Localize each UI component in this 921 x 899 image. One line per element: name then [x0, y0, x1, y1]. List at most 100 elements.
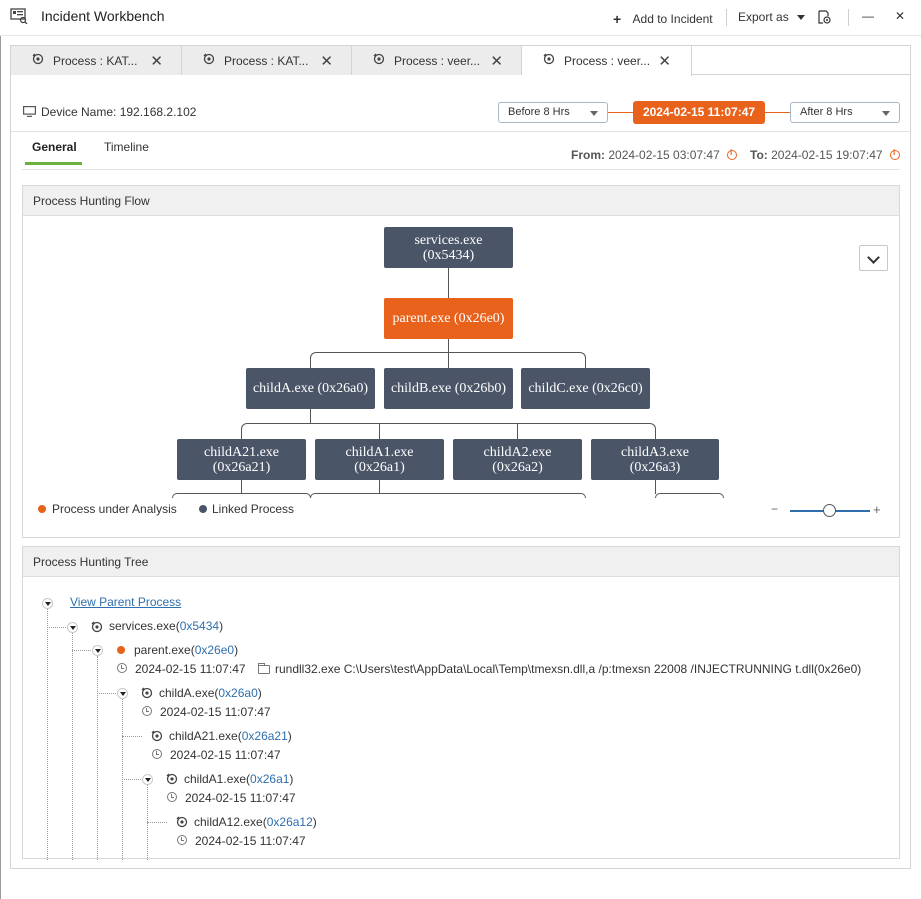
- process-id-link[interactable]: 0x26a0: [218, 686, 258, 700]
- process-name: parent.exe(: [134, 643, 195, 657]
- node-childA[interactable]: childA.exe (0x26a0): [246, 368, 375, 409]
- after-hours-dropdown[interactable]: After 8 Hrs: [790, 102, 900, 123]
- process-icon: [141, 687, 153, 699]
- node-childA3[interactable]: childA3.exe (0x26a3): [591, 439, 719, 480]
- tab-process-4-active[interactable]: Process : veer... ✕: [522, 46, 692, 76]
- add-to-incident-label: Add to Incident: [632, 12, 713, 26]
- export-as-button[interactable]: Export as: [738, 10, 806, 24]
- node-childA2[interactable]: childA2.exe (0x26a2): [453, 439, 582, 480]
- clock-icon: [167, 792, 177, 802]
- node-childB[interactable]: childB.exe (0x26b0): [384, 368, 513, 409]
- tab-process-2[interactable]: Process : KAT... ✕: [182, 46, 352, 75]
- close-tab-icon[interactable]: ✕: [658, 53, 671, 70]
- process-name: services.exe(: [109, 619, 180, 633]
- tree-item-childA[interactable]: childA.exe(0x26a0): [159, 686, 262, 700]
- clock-icon: [152, 749, 162, 759]
- zoom-in-button[interactable]: +: [873, 502, 881, 517]
- to-label: To:: [750, 148, 768, 162]
- process-id-link[interactable]: 0x26a12: [266, 815, 313, 829]
- section-title: Process Hunting Tree: [33, 555, 149, 569]
- zoom-out-button[interactable]: −: [771, 502, 779, 516]
- tree-item-parent[interactable]: parent.exe(0x26e0): [134, 643, 238, 657]
- flow-connector: [655, 479, 656, 494]
- info-icon[interactable]: [727, 148, 737, 160]
- flow-connector: [655, 493, 724, 498]
- tree-item-services[interactable]: services.exe(0x5434): [109, 619, 223, 633]
- tree-item-childA12[interactable]: childA12.exe(0x26a12): [194, 815, 317, 829]
- process-time: 2024-02-15 11:07:47: [170, 748, 281, 762]
- node-parent-under-analysis[interactable]: parent.exe (0x26e0): [384, 298, 513, 339]
- toolbar-divider: [726, 9, 727, 26]
- before-hours-dropdown[interactable]: Before 8 Hrs: [498, 102, 608, 123]
- process-id-link[interactable]: 0x5434: [179, 619, 220, 633]
- close-button[interactable]: ✕: [895, 9, 906, 23]
- to-value: 2024-02-15 19:07:47: [771, 148, 883, 162]
- close-tab-icon[interactable]: ✕: [150, 53, 163, 70]
- active-tab-indicator: [25, 162, 82, 165]
- section-header: Process Hunting Tree: [23, 547, 899, 577]
- caret-down-icon: [797, 15, 806, 20]
- process-hunting-tree-section: Process Hunting Tree: [22, 546, 900, 859]
- node-name: childA2.exe: [483, 444, 552, 460]
- tab-process-3[interactable]: Process : veer... ✕: [352, 46, 522, 75]
- folder-icon: [258, 663, 270, 674]
- process-icon: [543, 53, 555, 65]
- process-id-link[interactable]: 0x26a21: [241, 729, 288, 743]
- node-services[interactable]: services.exe (0x5434): [384, 227, 513, 268]
- flow-connector: [448, 267, 449, 298]
- paren-close: ): [289, 772, 294, 786]
- node-childC[interactable]: childC.exe (0x26c0): [521, 368, 650, 409]
- close-tab-icon[interactable]: ✕: [320, 53, 333, 70]
- node-childA21[interactable]: childA21.exe (0x26a21): [177, 439, 306, 480]
- tab-general[interactable]: General: [32, 140, 77, 154]
- expand-toggle[interactable]: [142, 774, 153, 785]
- collapse-flow-button[interactable]: [859, 245, 888, 271]
- node-name: childA3.exe: [620, 444, 690, 460]
- tree-item-childA21[interactable]: childA21.exe(0x26a21): [169, 729, 292, 743]
- node-name: childA21.exe: [203, 444, 280, 460]
- process-name: childA12.exe(: [194, 815, 267, 829]
- tab-timeline[interactable]: Timeline: [104, 140, 149, 154]
- tree-guide: [72, 632, 73, 860]
- expand-toggle[interactable]: [117, 688, 128, 699]
- analysis-legend-dot: [38, 505, 46, 513]
- tab-process-1[interactable]: Process : KAT... ✕: [11, 46, 182, 75]
- legend-linked: Linked Process: [212, 502, 295, 516]
- process-icon: [176, 816, 188, 828]
- legend-analysis: Process under Analysis: [52, 502, 177, 516]
- flow-connector: [241, 423, 656, 439]
- add-to-incident-button[interactable]: + Add to Incident: [613, 10, 713, 27]
- minimize-button[interactable]: —: [862, 9, 874, 23]
- expand-toggle[interactable]: [42, 598, 53, 609]
- timeline-connector: [608, 112, 633, 113]
- view-parent-process-link[interactable]: View Parent Process: [70, 595, 182, 609]
- node-childA1[interactable]: childA1.exe (0x26a1): [315, 439, 444, 480]
- window-border: [0, 36, 1, 899]
- selected-time-badge[interactable]: 2024-02-15 11:07:47: [633, 101, 765, 124]
- tree-guide: [47, 608, 48, 860]
- tree-item-childA1[interactable]: childA1.exe(0x26a1): [184, 772, 293, 786]
- process-name: childA21.exe(: [169, 729, 242, 743]
- process-id-link[interactable]: 0x26e0: [194, 643, 235, 657]
- caret-down-icon: [882, 111, 890, 116]
- node-id: (0x26a3): [629, 459, 681, 475]
- info-icon[interactable]: [890, 148, 900, 160]
- expand-toggle[interactable]: [92, 645, 103, 656]
- process-name: childA1.exe(: [184, 772, 251, 786]
- flow-connector: [379, 479, 380, 494]
- close-tab-icon[interactable]: ✕: [490, 53, 503, 70]
- process-tab-strip: Process : KAT... ✕ Process : KAT... ✕ Pr…: [11, 46, 910, 76]
- flow-connector: [310, 493, 586, 498]
- flow-connector: [379, 423, 380, 439]
- paren-close: ): [234, 643, 239, 657]
- process-id-link[interactable]: 0x26a1: [250, 772, 290, 786]
- tab-label: Process : KAT...: [224, 54, 309, 68]
- expand-toggle[interactable]: [67, 622, 78, 633]
- flow-connector: [310, 408, 311, 424]
- zoom-slider-handle[interactable]: [823, 504, 836, 517]
- tree-guide: [122, 779, 141, 780]
- process-time: 2024-02-15 11:07:47: [135, 662, 246, 676]
- tree-guide: [122, 736, 142, 737]
- settings-report-icon[interactable]: [817, 10, 831, 24]
- section-header: Process Hunting Flow: [23, 186, 899, 216]
